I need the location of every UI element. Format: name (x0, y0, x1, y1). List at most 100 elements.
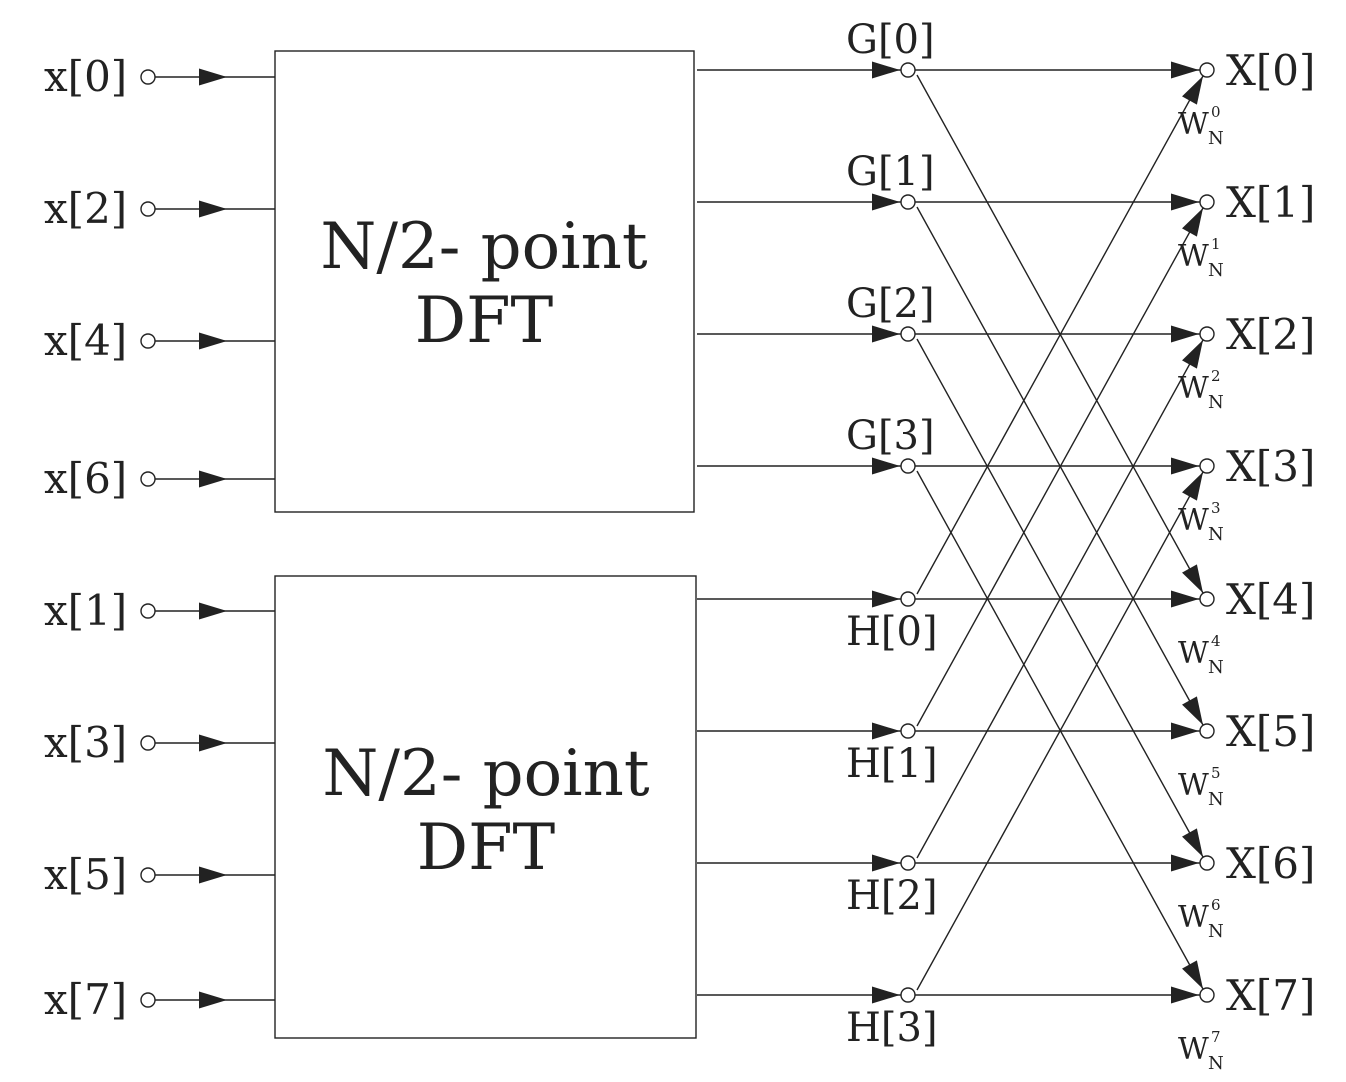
g-node (900, 458, 916, 474)
input-label: x[3] (44, 718, 127, 767)
stage-arrow (872, 457, 900, 475)
output-node (1199, 458, 1215, 474)
butterfly-straight-arrow (1171, 854, 1199, 872)
input-arrow (199, 470, 227, 488)
twiddle-factor-label: W (1178, 768, 1209, 803)
dft-blocks-layer (274, 50, 697, 1039)
input-arrow (199, 991, 227, 1009)
butterfly-straight-arrow (1171, 325, 1199, 343)
butterfly-straight-arrow (1171, 986, 1199, 1004)
output-node (1199, 62, 1215, 78)
twiddle-exponent: 5 (1211, 764, 1221, 782)
input-arrow (199, 68, 227, 86)
butterfly-cross-arrow (1182, 696, 1203, 725)
butterfly-cross-wire (916, 339, 1204, 859)
twiddle-subscript: N (1208, 392, 1224, 413)
twiddle-exponent: 1 (1211, 235, 1221, 253)
input-label: x[2] (44, 184, 127, 233)
stage-arrow (872, 854, 900, 872)
h-node (900, 591, 916, 607)
input-label: x[4] (44, 316, 127, 365)
butterfly-straight-arrow (1171, 457, 1199, 475)
input-node (140, 992, 156, 1008)
twiddle-factor-label: W (1178, 636, 1209, 671)
g-label: G[2] (846, 281, 935, 327)
wires-layer (155, 61, 1204, 1009)
twiddle-factor-label: W (1178, 503, 1209, 538)
twiddle-subscript: N (1208, 657, 1224, 678)
twiddle-subscript: N (1208, 1053, 1224, 1074)
butterfly-cross-arrow (1182, 960, 1203, 989)
input-node (140, 867, 156, 883)
twiddle-exponent: 2 (1211, 367, 1221, 385)
butterfly-cross-arrow (1182, 208, 1203, 237)
twiddle-factor-label: W (1178, 1032, 1209, 1067)
input-arrow (199, 602, 227, 620)
twiddle-factor-label: W (1178, 371, 1209, 406)
dft-block-odd (274, 575, 697, 1039)
g-label: G[1] (846, 149, 935, 195)
butterfly-cross-arrow (1182, 828, 1203, 857)
butterfly-cross-arrow (1182, 76, 1203, 105)
stage-arrow (872, 986, 900, 1004)
output-label: X[4] (1226, 575, 1315, 624)
output-node (1199, 855, 1215, 871)
twiddle-exponent: 0 (1211, 103, 1221, 121)
output-label: X[0] (1226, 46, 1315, 95)
twiddle-subscript: N (1208, 524, 1224, 545)
twiddle-exponent: 7 (1211, 1028, 1221, 1046)
input-node (140, 333, 156, 349)
output-label: X[7] (1226, 971, 1315, 1020)
input-arrow (199, 866, 227, 884)
twiddle-factor-label: W (1178, 107, 1209, 142)
output-label: X[5] (1226, 707, 1315, 756)
butterfly-straight-arrow (1171, 193, 1199, 211)
butterfly-straight-arrow (1171, 722, 1199, 740)
twiddle-subscript: N (1208, 260, 1224, 281)
butterfly-straight-arrow (1171, 61, 1199, 79)
g-label: G[0] (846, 17, 935, 63)
stage-arrow (872, 722, 900, 740)
twiddle-exponent: 3 (1211, 499, 1221, 517)
butterfly-cross-arrow (1182, 472, 1203, 501)
dft-block-subtitle: DFT (417, 811, 556, 885)
g-label: G[3] (846, 413, 935, 459)
twiddle-subscript: N (1208, 789, 1224, 810)
nodes-layer (140, 62, 1215, 1008)
output-label: X[3] (1226, 442, 1315, 491)
g-node (900, 326, 916, 342)
butterfly-straight-arrow (1171, 590, 1199, 608)
dft-block-subtitle: DFT (415, 284, 554, 358)
input-node (140, 603, 156, 619)
output-node (1199, 987, 1215, 1003)
butterfly-cross-arrow (1182, 340, 1203, 369)
g-node (900, 194, 916, 210)
input-node (140, 471, 156, 487)
dft-block-title: N/2- point (320, 210, 647, 284)
twiddle-subscript: N (1208, 128, 1224, 149)
h-label: H[3] (846, 1005, 938, 1051)
output-label: X[6] (1226, 839, 1315, 888)
twiddle-factor-label: W (1178, 239, 1209, 274)
input-node (140, 201, 156, 217)
output-node (1199, 591, 1215, 607)
twiddle-factor-label: W (1178, 900, 1209, 935)
input-label: x[6] (44, 454, 127, 503)
stage-arrow (872, 325, 900, 343)
h-node (900, 855, 916, 871)
input-label: x[1] (44, 586, 127, 635)
stage-arrow (872, 193, 900, 211)
input-label: x[0] (44, 52, 127, 101)
input-arrow (199, 734, 227, 752)
butterfly-cross-wire (916, 75, 1204, 595)
output-node (1199, 723, 1215, 739)
output-label: X[1] (1226, 178, 1315, 227)
h-label: H[0] (846, 609, 938, 655)
twiddle-exponent: 4 (1211, 632, 1221, 650)
dft-block-even (274, 50, 695, 513)
stage-arrow (872, 61, 900, 79)
butterfly-cross-wire (916, 471, 1204, 991)
butterfly-cross-wire (916, 207, 1204, 727)
input-label: x[7] (44, 975, 127, 1024)
